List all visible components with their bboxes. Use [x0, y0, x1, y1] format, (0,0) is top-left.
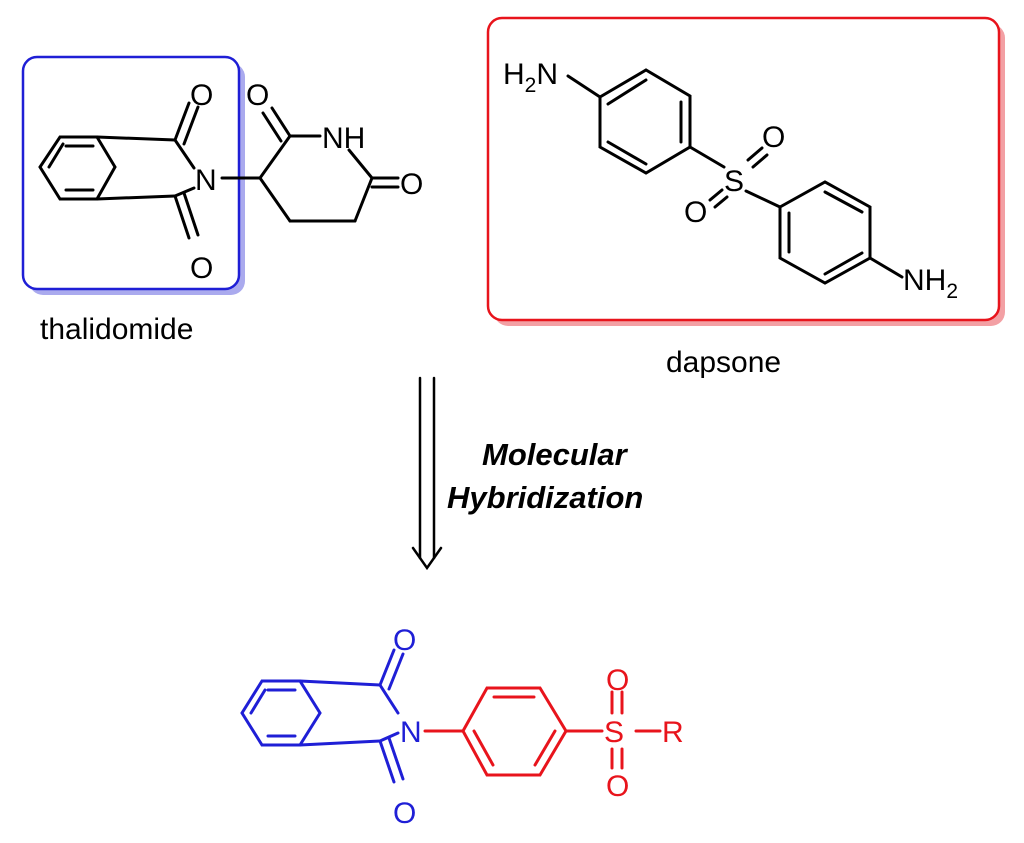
hybrid-phenyl-ring — [461, 686, 568, 777]
dapsone-amine-top: H2N — [503, 58, 558, 97]
dapsone-oxygen-down: O — [684, 196, 707, 229]
arrow-label-line-1: Molecular — [482, 437, 629, 472]
thalidomide-imide-nitrogen: N — [195, 164, 217, 197]
hybrid-structure: O O N S O O R — [240, 624, 684, 830]
thalidomide-oxygen-top: O — [190, 79, 213, 112]
dapsone-label: dapsone — [666, 346, 781, 379]
hybrid-oxygen-bottom: O — [393, 797, 416, 830]
hybrid-oxygen-top: O — [393, 624, 416, 657]
hybrid-nitrogen: N — [400, 716, 422, 749]
hybrid-r-group: R — [662, 716, 684, 749]
dapsone-oxygen-up: O — [762, 121, 785, 154]
dapsone-amine-bottom: NH2 — [903, 264, 958, 303]
thalidomide-label: thalidomide — [40, 313, 193, 346]
arrow-label-line-2: Hybridization — [447, 480, 643, 515]
reaction-arrow — [411, 376, 443, 571]
thalidomide-structure: O O N O NH O — [21, 55, 423, 295]
hybrid-oxygen-up: O — [606, 664, 629, 697]
hybrid-sulfur: S — [604, 716, 624, 749]
thalidomide-piperidine-oxygen-right: O — [400, 168, 423, 201]
thalidomide-piperidine-oxygen-top: O — [246, 79, 269, 112]
thalidomide-nh: NH — [322, 122, 365, 155]
dapsone-structure: H2N S O O NH2 — [486, 16, 1005, 326]
hybrid-oxygen-down: O — [606, 770, 629, 803]
dapsone-sulfur: S — [724, 165, 744, 198]
thalidomide-oxygen-bottom: O — [190, 252, 213, 285]
